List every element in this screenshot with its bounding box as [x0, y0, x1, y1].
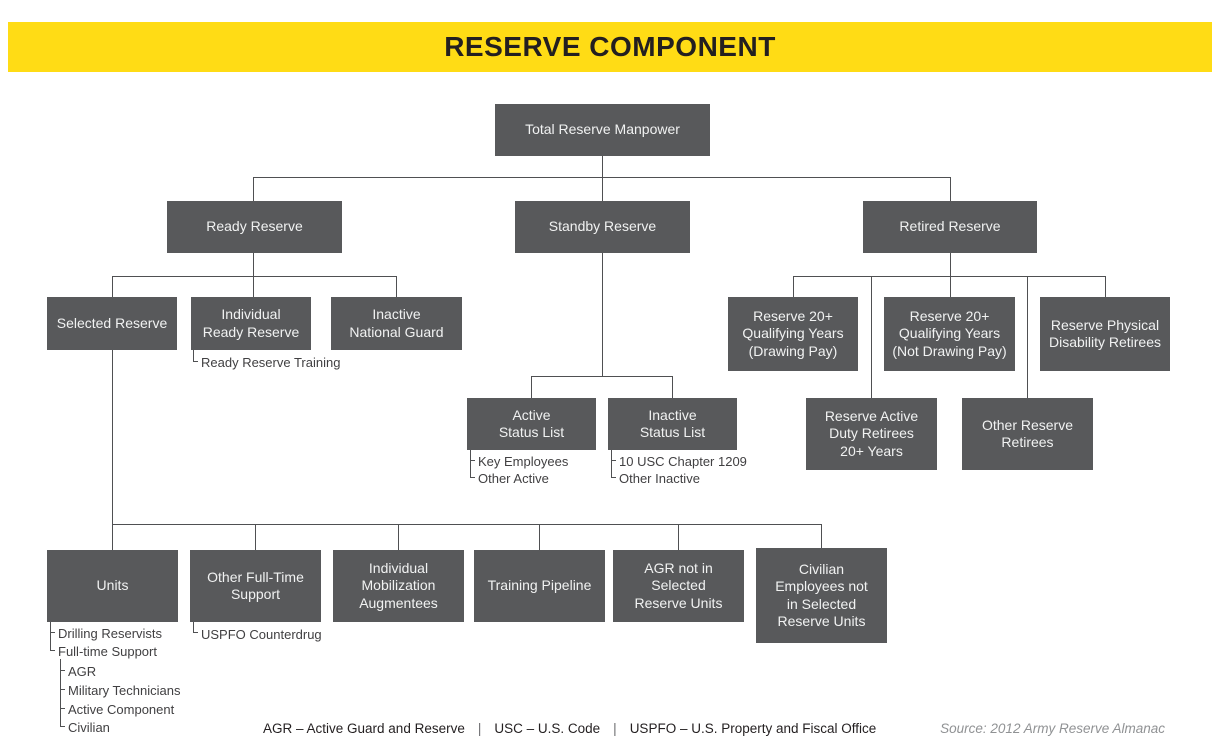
- connector-line: [112, 524, 821, 525]
- connector-line: [396, 276, 397, 297]
- legend-separator: |: [613, 721, 617, 736]
- node-retired-reserve: Retired Reserve: [863, 201, 1037, 253]
- connector-line: [253, 177, 950, 178]
- node-reserve-physical-disability-retirees: Reserve Physical Disability Retirees: [1040, 297, 1170, 371]
- legend-item-uspfo: USPFO – U.S. Property and Fiscal Office: [629, 721, 877, 736]
- note-uspfo-counterdrug: USPFO Counterdrug: [201, 627, 322, 642]
- title-banner: RESERVE COMPONENT: [8, 22, 1212, 72]
- bracket-line: [60, 708, 65, 709]
- legend-item-usc: USC – U.S. Code: [494, 721, 601, 736]
- bracket-line: [50, 622, 51, 651]
- connector-line: [821, 524, 822, 548]
- bracket-line: [470, 477, 475, 478]
- node-inactive-national-guard: Inactive National Guard: [331, 297, 462, 350]
- node-other-reserve-retirees: Other Reserve Retirees: [962, 398, 1093, 470]
- note-drilling-reservists: Drilling Reservists: [58, 626, 163, 641]
- node-units: Units: [47, 550, 178, 622]
- bracket-line: [611, 477, 616, 478]
- node-agr-not-in-selected-reserve-units: AGR not in Selected Reserve Units: [613, 550, 744, 622]
- bracket-line: [60, 726, 65, 727]
- note-key-employees: Key Employees: [478, 454, 569, 469]
- node-reserve-20-not-drawing-pay: Reserve 20+ Qualifying Years (Not Drawin…: [884, 297, 1015, 371]
- bracket-line: [193, 361, 198, 362]
- connector-line: [255, 524, 256, 550]
- connector-line: [950, 253, 951, 297]
- bracket-line: [193, 350, 194, 362]
- bracket-line: [470, 450, 471, 478]
- source-attribution: Source: 2012 Army Reserve Almanac: [940, 721, 1165, 736]
- note-other-inactive: Other Inactive: [619, 471, 700, 486]
- node-standby-reserve: Standby Reserve: [515, 201, 690, 253]
- page-title: RESERVE COMPONENT: [444, 31, 776, 62]
- node-other-full-time-support: Other Full-Time Support: [190, 550, 321, 622]
- node-ready-reserve: Ready Reserve: [167, 201, 342, 253]
- connector-line: [112, 276, 396, 277]
- connector-line: [672, 376, 673, 398]
- connector-line: [1105, 276, 1106, 297]
- connector-line: [531, 376, 532, 398]
- node-inactive-status-list: Inactive Status List: [608, 398, 737, 450]
- node-individual-mobilization-augmentees: Individual Mobilization Augmentees: [333, 550, 464, 622]
- connector-line: [950, 177, 951, 201]
- connector-line: [678, 524, 679, 550]
- connector-line: [253, 253, 254, 297]
- node-civilian-employees-not-in-selected-reserve-units: Civilian Employees not in Selected Reser…: [756, 548, 887, 643]
- node-selected-reserve: Selected Reserve: [47, 297, 177, 350]
- node-reserve-active-duty-retirees: Reserve Active Duty Retirees 20+ Years: [806, 398, 937, 470]
- connector-line: [602, 156, 603, 201]
- note-civilian: Civilian: [68, 720, 110, 735]
- connector-line: [1027, 276, 1028, 398]
- connector-line: [531, 376, 672, 377]
- bracket-line: [60, 689, 65, 690]
- bracket-line: [611, 450, 612, 478]
- bracket-line: [470, 460, 475, 461]
- bracket-line: [193, 622, 194, 633]
- connector-line: [793, 276, 794, 297]
- note-full-time-support: Full-time Support: [58, 644, 157, 659]
- note-active-component: Active Component: [68, 702, 175, 717]
- connector-line: [871, 276, 872, 398]
- node-active-status-list: Active Status List: [467, 398, 596, 450]
- connector-line: [539, 524, 540, 550]
- node-training-pipeline: Training Pipeline: [474, 550, 605, 622]
- connector-line: [112, 276, 113, 297]
- bracket-line: [50, 632, 55, 633]
- note-10-usc-chapter-1209: 10 USC Chapter 1209: [619, 454, 747, 469]
- bracket-line: [193, 632, 198, 633]
- bracket-line: [60, 659, 61, 727]
- legend-item-agr: AGR – Active Guard and Reserve: [263, 721, 465, 736]
- connector-line: [793, 276, 1105, 277]
- node-total-reserve-manpower: Total Reserve Manpower: [495, 104, 710, 156]
- bracket-line: [60, 670, 65, 671]
- bracket-line: [611, 460, 616, 461]
- note-ready-reserve-training: Ready Reserve Training: [201, 355, 341, 370]
- connector-line: [602, 253, 603, 376]
- node-individual-ready-reserve: Individual Ready Reserve: [191, 297, 311, 350]
- connector-line: [112, 350, 113, 550]
- note-other-active: Other Active: [478, 471, 549, 486]
- legend-separator: |: [477, 721, 482, 736]
- connector-line: [398, 524, 399, 550]
- abbreviation-legend: AGR – Active Guard and Reserve | USC – U…: [263, 721, 876, 736]
- bracket-line: [50, 650, 55, 651]
- connector-line: [253, 177, 254, 201]
- note-military-technicians: Military Technicians: [68, 683, 181, 698]
- note-agr: AGR: [68, 664, 97, 679]
- node-reserve-20-drawing-pay: Reserve 20+ Qualifying Years (Drawing Pa…: [728, 297, 858, 371]
